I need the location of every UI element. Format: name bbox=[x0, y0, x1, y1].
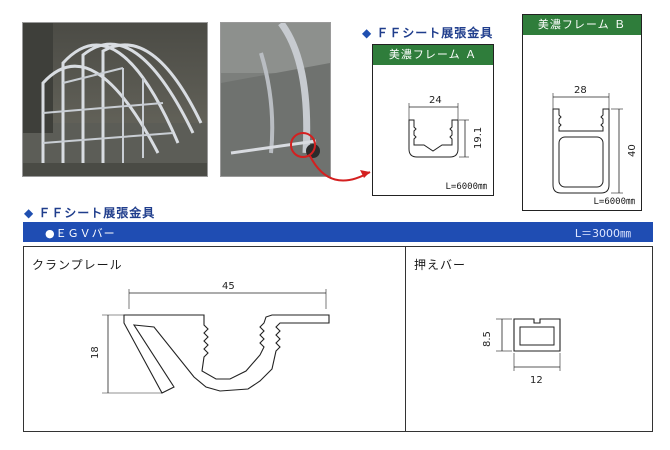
egv-length: L＝3000㎜ bbox=[574, 227, 631, 240]
clamp-rail-panel: クランプレール 45 18 bbox=[23, 246, 407, 432]
frame-b-card: 美濃フレーム Ｂ 28 40 L=6000㎜ bbox=[522, 14, 642, 211]
egv-bar-header: ●ＥＧＶバー L＝3000㎜ bbox=[23, 222, 653, 242]
top-title: ◆ＦＦシート展張金具 bbox=[362, 26, 494, 40]
frame-a-card: 美濃フレーム Ａ 24 19.1 L=6000㎜ bbox=[372, 44, 494, 196]
anchor-photo bbox=[220, 22, 331, 177]
clamp-rail-height: 18 bbox=[90, 346, 101, 359]
section-title: ◆ＦＦシート展張金具 bbox=[24, 206, 156, 220]
clamp-rail-profile: 45 18 bbox=[90, 281, 330, 394]
press-bar-profile: 8.5 12 bbox=[482, 318, 561, 386]
egv-label: ●ＥＧＶバー bbox=[45, 227, 116, 240]
frame-b-length: L=6000㎜ bbox=[593, 197, 635, 207]
press-bar-title: 押えバー bbox=[414, 258, 467, 272]
diamond-icon: ◆ bbox=[362, 26, 373, 40]
clamp-rail-title: クランプレール bbox=[32, 258, 123, 272]
frame-b-profile: 28 40 bbox=[552, 85, 638, 194]
press-bar-panel: 押えバー 8.5 12 bbox=[405, 246, 653, 432]
diamond-icon: ◆ bbox=[24, 206, 35, 220]
frame-a-header: 美濃フレーム Ａ bbox=[373, 45, 493, 65]
press-bar-width: 12 bbox=[530, 375, 543, 386]
greenhouse-photo bbox=[22, 22, 208, 177]
callout-arrow bbox=[290, 132, 371, 182]
frame-b-height: 40 bbox=[627, 144, 638, 157]
frame-a-width: 24 bbox=[429, 95, 442, 106]
frame-b-width: 28 bbox=[574, 85, 587, 96]
frame-a-profile: 24 19.1 bbox=[408, 95, 484, 158]
clamp-rail-width: 45 bbox=[222, 281, 235, 292]
press-bar-height: 8.5 bbox=[482, 331, 493, 347]
frame-b-header: 美濃フレーム Ｂ bbox=[523, 15, 641, 35]
frame-a-height: 19.1 bbox=[473, 127, 484, 149]
frame-a-length: L=6000㎜ bbox=[445, 182, 487, 192]
